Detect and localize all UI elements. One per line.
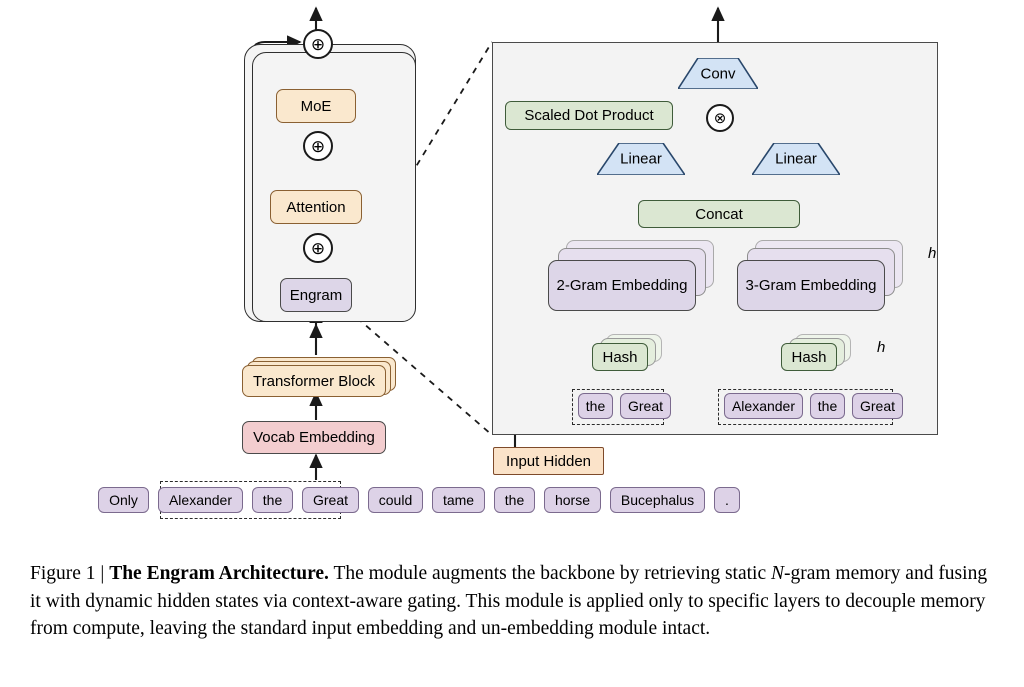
token-chip[interactable]: Great — [302, 487, 359, 513]
add-symbol: ⊕ — [310, 136, 326, 156]
add-symbol: ⊕ — [310, 238, 326, 258]
engram-architecture-figure: MoE Attention Engram ⊕ ⊕ ⊕ Transformer B… — [98, 6, 938, 519]
token-chip[interactable]: the — [252, 487, 293, 513]
three-gram-embedding-label: 3-Gram Embedding — [745, 277, 877, 294]
residual-add-2: ⊕ — [303, 131, 333, 161]
concat-label: Concat — [695, 205, 743, 223]
hash-right-label: Hash — [791, 348, 827, 366]
token-chip[interactable]: the — [578, 393, 613, 419]
head-count-label-embedding: h — [928, 245, 936, 262]
token-chip[interactable]: Great — [852, 393, 903, 419]
vocab-embedding-label: Vocab Embedding — [253, 429, 375, 446]
token-chip[interactable]: Great — [620, 393, 671, 419]
hash-left-block[interactable]: Hash — [592, 343, 648, 371]
token-chip[interactable]: could — [368, 487, 423, 513]
residual-add-1: ⊕ — [303, 233, 333, 263]
caption-title: The Engram Architecture. — [109, 563, 329, 584]
multiply-symbol: ⊗ — [713, 109, 727, 127]
token-chip[interactable]: tame — [432, 487, 485, 513]
engram-block[interactable]: Engram — [280, 278, 352, 312]
add-symbol: ⊕ — [310, 34, 326, 54]
two-gram-embedding-label: 2-Gram Embedding — [556, 277, 688, 294]
moe-block[interactable]: MoE — [276, 89, 356, 123]
linear-left-trapezoid[interactable]: Linear — [597, 143, 685, 175]
linear-right-trapezoid[interactable]: Linear — [752, 143, 840, 175]
caption-prefix: Figure 1 | — [30, 563, 110, 584]
transformer-block-label: Transformer Block — [253, 372, 375, 390]
hash-right-block[interactable]: Hash — [781, 343, 837, 371]
token-chip[interactable]: Bucephalus — [610, 487, 705, 513]
h-text: h — [928, 245, 937, 262]
transformer-block[interactable]: Transformer Block — [242, 365, 386, 397]
conv-shape — [678, 58, 758, 89]
head-count-label-hash: h — [877, 339, 885, 356]
engram-label: Engram — [289, 286, 343, 304]
caption-italic-n: N- — [770, 563, 791, 584]
token-chip[interactable]: the — [810, 393, 845, 419]
input-hidden-block[interactable]: Input Hidden — [493, 447, 604, 475]
token-chip[interactable]: . — [714, 487, 740, 513]
linear-shape — [752, 143, 840, 175]
three-gram-embedding-block[interactable]: 3-Gram Embedding — [737, 260, 885, 311]
token-chip[interactable]: Alexander — [158, 487, 243, 513]
caption-body-1: The module augments the backbone by retr… — [328, 563, 771, 584]
h-text: h — [877, 339, 886, 356]
moe-label: MoE — [300, 97, 332, 115]
caption-body-2: gram memory and fusing it with dynamic h… — [30, 563, 988, 640]
attention-block[interactable]: Attention — [270, 190, 362, 224]
elementwise-multiply-node: ⊗ — [706, 104, 734, 132]
conv-trapezoid[interactable]: Conv — [678, 58, 758, 89]
token-chip[interactable]: horse — [544, 487, 601, 513]
vocab-embedding-block[interactable]: Vocab Embedding — [242, 421, 386, 454]
residual-add-3: ⊕ — [303, 29, 333, 59]
input-hidden-label: Input Hidden — [505, 452, 592, 470]
scaled-dot-product-label: Scaled Dot Product — [524, 107, 654, 124]
attention-label: Attention — [286, 198, 346, 216]
hash-left-label: Hash — [602, 348, 638, 366]
concat-block[interactable]: Concat — [638, 200, 800, 228]
token-chip[interactable]: Only — [98, 487, 149, 513]
figure-caption: Figure 1 | The Engram Architecture. The … — [30, 560, 995, 643]
scaled-dot-product-block[interactable]: Scaled Dot Product — [505, 101, 673, 130]
token-chip[interactable]: Alexander — [724, 393, 803, 419]
linear-shape — [597, 143, 685, 175]
two-gram-embedding-block[interactable]: 2-Gram Embedding — [548, 260, 696, 311]
token-chip[interactable]: the — [494, 487, 535, 513]
